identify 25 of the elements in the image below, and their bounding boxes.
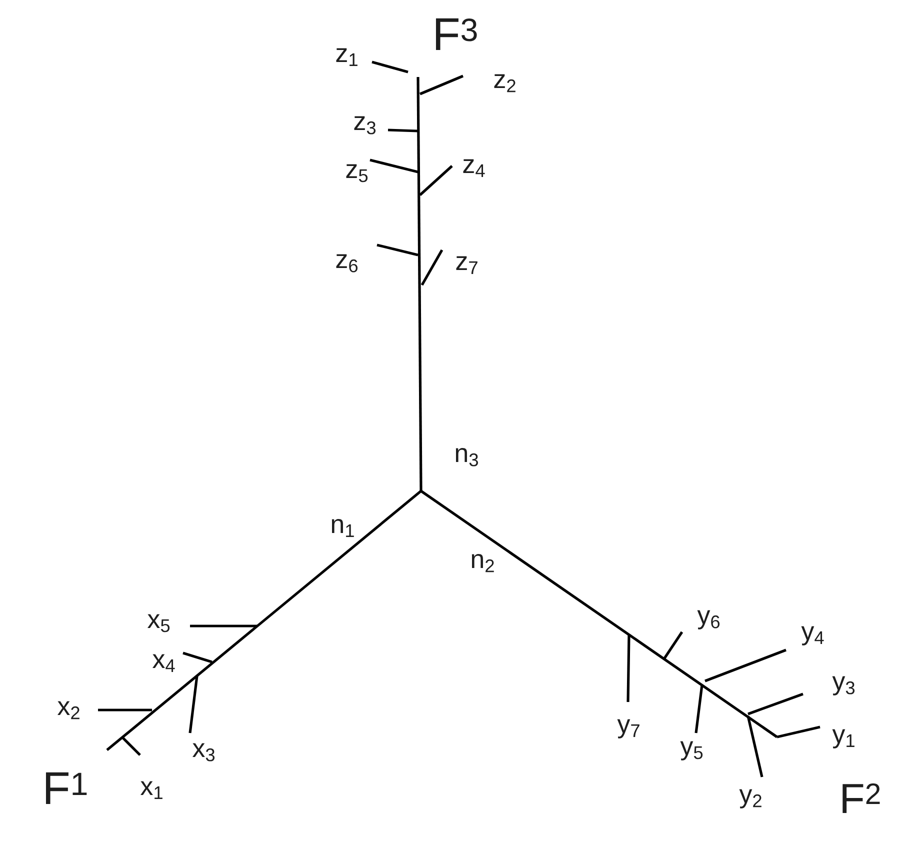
leaf-label: x$_{5}$	[148, 614, 170, 632]
leaf-label: z$_{6}$	[336, 254, 358, 272]
leaf-label: y$_{2}$	[739, 789, 762, 808]
leaf-label: x$_{2}$	[58, 701, 80, 720]
branch-label: n$_{3}$	[456, 448, 478, 466]
branch-label: n$_{1}$	[332, 519, 354, 537]
leaf-label: y$_{7}$	[617, 719, 640, 738]
group-label: F$^{3}$	[436, 18, 477, 50]
leaf-label: z$_{4}$	[463, 159, 485, 177]
leaf-label: z$_{2}$	[494, 74, 516, 92]
leaf-label: z$_{7}$	[456, 256, 478, 274]
leaf-label: x$_{4}$	[152, 654, 175, 672]
leaf-label: z$_{1}$	[336, 48, 358, 66]
leaf-label: z$_{5}$	[346, 164, 368, 182]
group-label: F$^{1}$	[46, 772, 87, 804]
leaf-label: y$_{4}$	[801, 626, 824, 646]
leaf-label: y$_{3}$	[832, 676, 855, 696]
leaf-label: x$_{1}$	[140, 781, 162, 799]
leaf-label: y$_{1}$	[832, 729, 854, 748]
leaf-label: x$_{3}$	[192, 743, 215, 762]
leaf-label: y$_{5}$	[680, 741, 703, 760]
branch-label: n$_{2}$	[472, 554, 494, 572]
group-label: F$^{2}$	[842, 783, 880, 813]
leaf-label: z$_{3}$	[354, 116, 376, 134]
leaf-label: y$_{6}$	[697, 610, 720, 630]
